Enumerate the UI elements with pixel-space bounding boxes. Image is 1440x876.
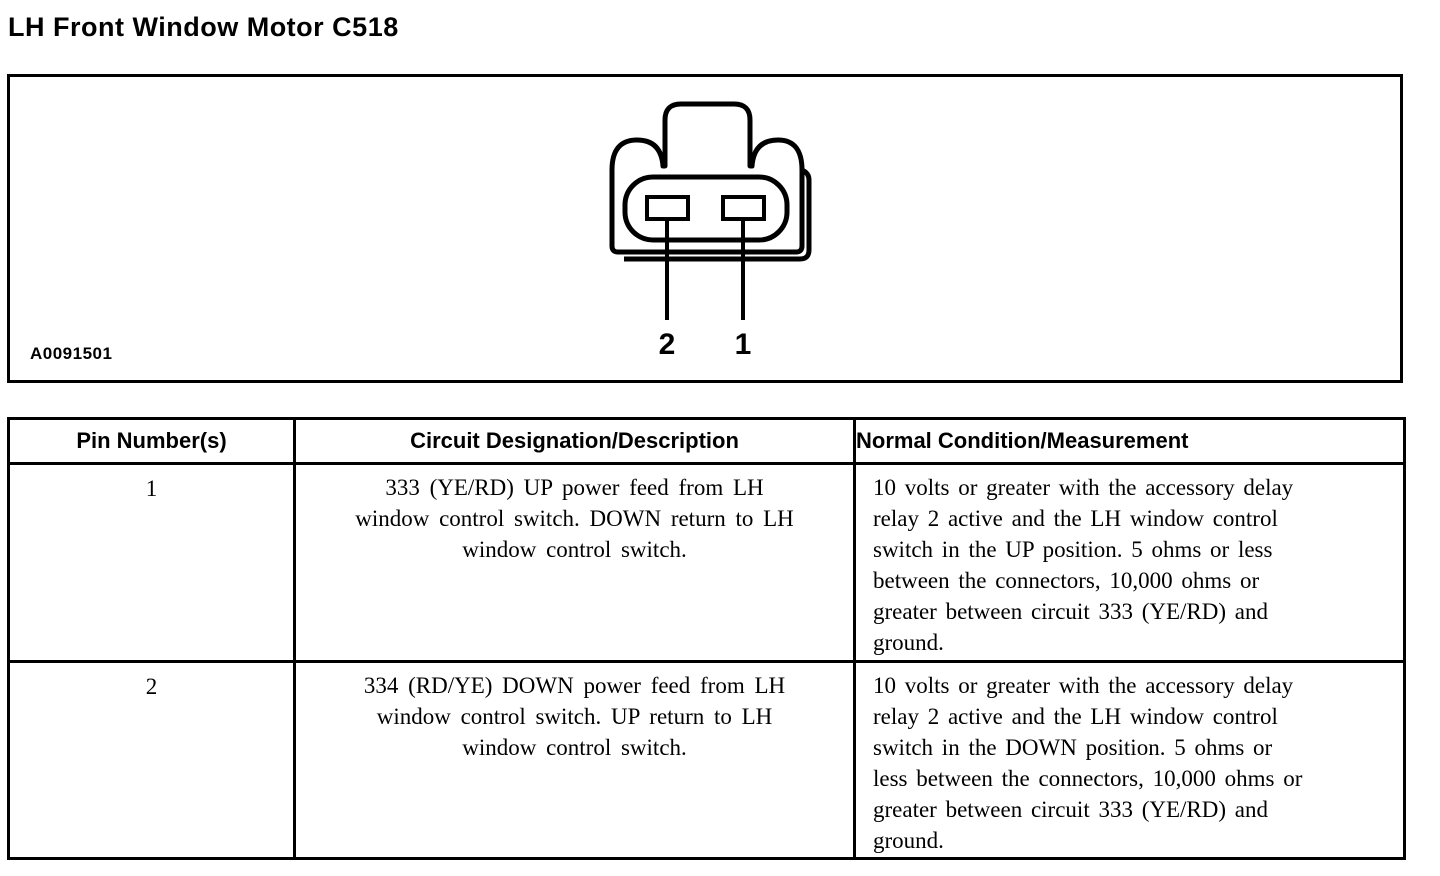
column-header-normal-condition: Normal Condition/Measurement: [853, 417, 1406, 465]
pin-label-1: 1: [735, 328, 752, 361]
column-header-pin-number: Pin Number(s): [7, 417, 296, 465]
figure-panel: 2 1 A0091501: [7, 74, 1403, 383]
normal-condition-cell: 10 volts or greater with the accessory d…: [853, 462, 1406, 663]
pin-number-cell: 1: [7, 462, 296, 663]
circuit-description-cell: 333 (YE/RD) UP power feed from LH window…: [293, 462, 856, 663]
page-title: LH Front Window Motor C518: [8, 12, 399, 42]
table-row: 1 333 (YE/RD) UP power feed from LH wind…: [7, 462, 1406, 663]
connector-cavity: [622, 174, 790, 243]
normal-condition-cell: 10 volts or greater with the accessory d…: [853, 660, 1406, 860]
table-header-row: Pin Number(s) Circuit Designation/Descri…: [7, 417, 1406, 465]
pin-slot-2: [645, 195, 690, 221]
column-header-circuit-designation: Circuit Designation/Description: [293, 417, 856, 465]
pin-number-cell: 2: [7, 660, 296, 860]
circuit-description-cell: 334 (RD/YE) DOWN power feed from LH wind…: [293, 660, 856, 860]
pin-slot-1: [721, 195, 766, 221]
pin-label-2: 2: [659, 328, 676, 361]
connector-shadow-edge: [624, 167, 812, 262]
table-row: 2 334 (RD/YE) DOWN power feed from LH wi…: [7, 660, 1406, 860]
pin-table: Pin Number(s) Circuit Designation/Descri…: [7, 417, 1406, 860]
figure-id-label: A0091501: [30, 344, 113, 363]
connector-diagram: 2 1: [609, 101, 812, 361]
